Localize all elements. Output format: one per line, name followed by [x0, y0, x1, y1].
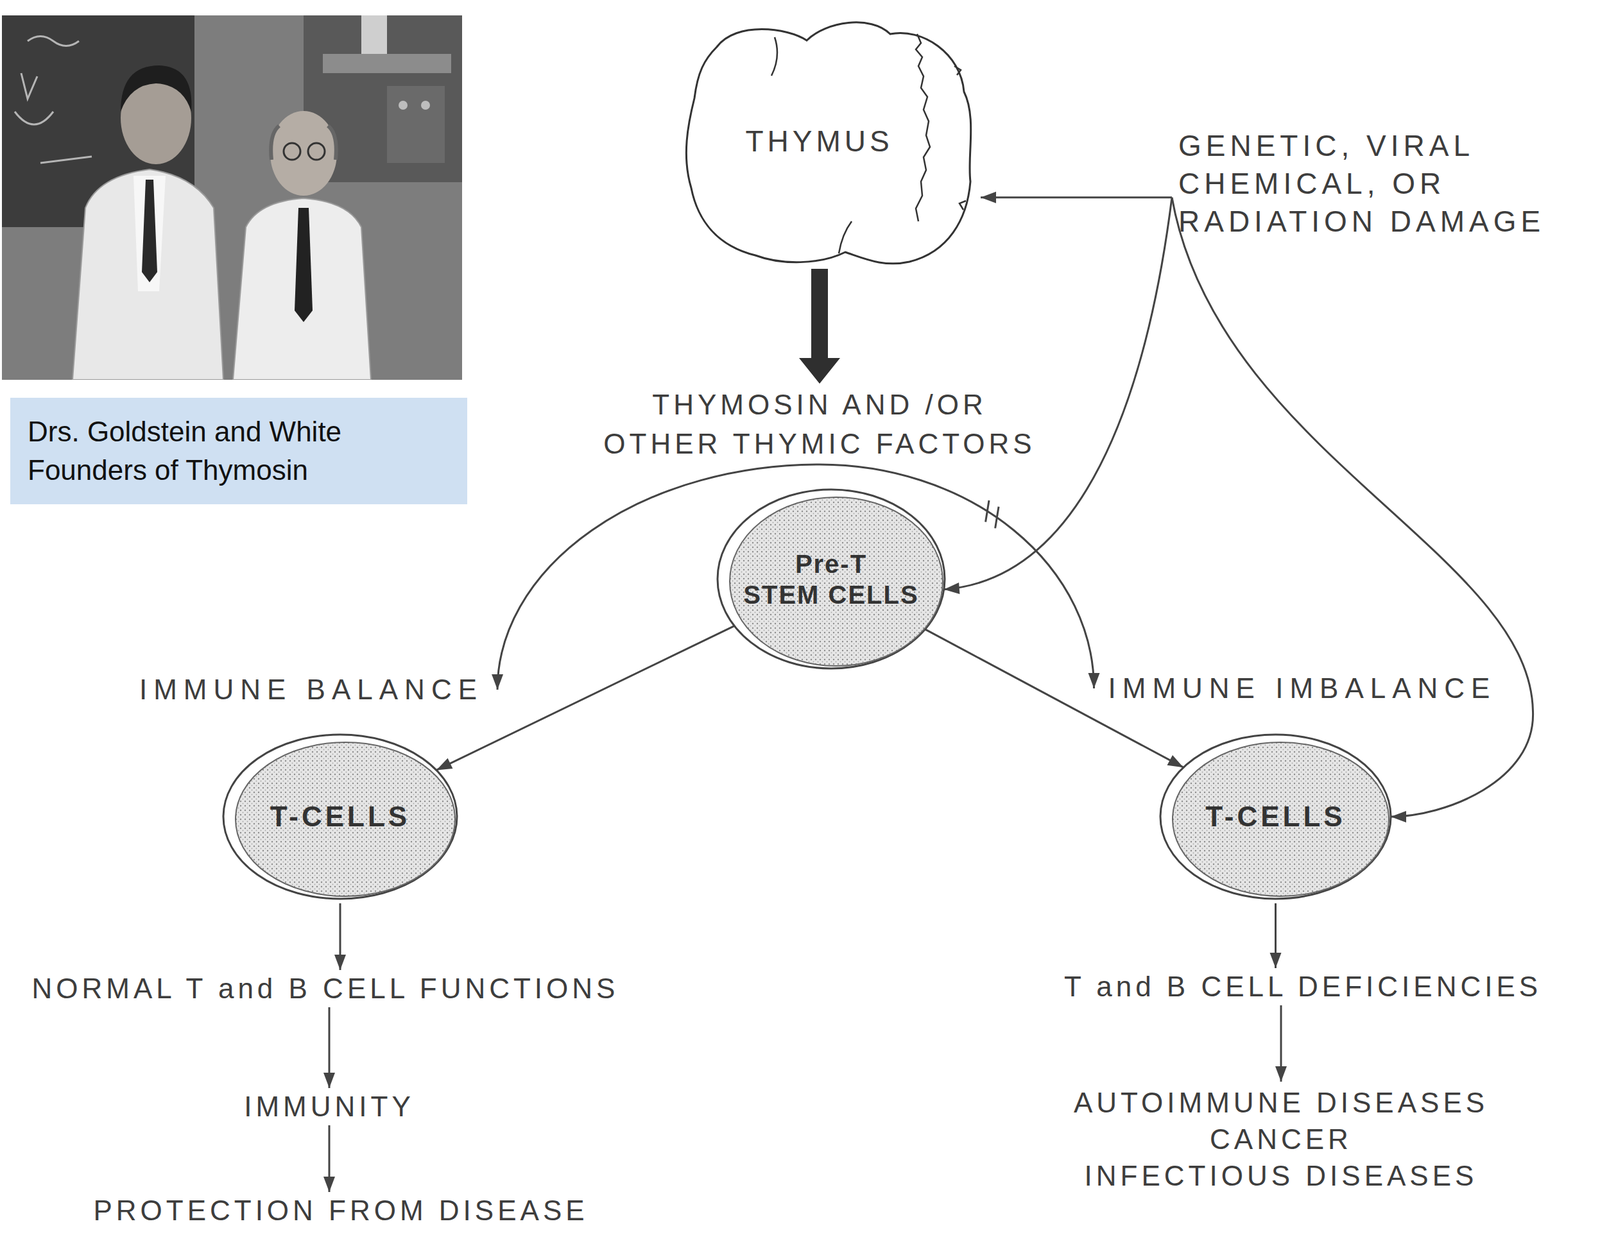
- arrow-head: [1088, 673, 1101, 689]
- connector: [334, 903, 346, 971]
- lab-pipe: [361, 15, 388, 54]
- flow-label: GENETIC, VIRAL CHEMICAL, OR RADIATION DA…: [1178, 127, 1564, 241]
- necktie: [294, 207, 313, 323]
- arrow-head: [323, 1177, 336, 1193]
- flow-label: INFECTIOUS DISEASES: [1073, 1157, 1489, 1195]
- flow-label: CANCER: [1073, 1121, 1489, 1158]
- flow-label: NORMAL T and B CELL FUNCTIONS: [32, 972, 620, 1006]
- lab-coat: [232, 198, 371, 380]
- lab-coat: [72, 169, 224, 380]
- label-stack: Pre-TSTEM CELLS: [715, 487, 947, 671]
- cell-membrane: [223, 734, 457, 900]
- connector-line: [980, 196, 1172, 199]
- head: [270, 111, 337, 196]
- flow-text-node: GENETIC, VIRAL CHEMICAL, OR RADIATION DA…: [1171, 127, 1570, 241]
- thymus-fissure: [915, 34, 930, 222]
- connector: [323, 1125, 336, 1193]
- shape-label: T-CELLS: [1205, 800, 1346, 834]
- shirt: [133, 175, 166, 292]
- block-arrow: [799, 268, 841, 384]
- connector: [1171, 197, 1534, 823]
- hair: [270, 125, 337, 160]
- connector: [323, 1007, 336, 1089]
- arrow-head: [491, 674, 504, 690]
- cell-membrane: [717, 489, 945, 669]
- arrow-head: [1270, 953, 1282, 969]
- cell-circle: T-CELLS: [221, 732, 459, 902]
- flow-text-node: IMMUNE BALANCE: [125, 673, 498, 706]
- equipment-knob: [398, 100, 408, 110]
- cell-body: [729, 497, 943, 667]
- chalk-marks: [14, 36, 92, 164]
- shape-label: STEM CELLS: [743, 579, 919, 611]
- connector: [980, 191, 1172, 204]
- glasses: [308, 143, 325, 160]
- flow-label: T and B CELL DEFICIENCIES: [1064, 971, 1542, 1004]
- arrow-head: [1275, 1066, 1287, 1083]
- connector: [799, 268, 841, 384]
- flow-label: IMMUNE BALANCE: [139, 673, 484, 706]
- shape-label: T-CELLS: [270, 800, 411, 834]
- arrow-head: [1167, 755, 1184, 768]
- lab-equipment: [322, 53, 452, 74]
- flow-text-node: IMMUNE IMBALANCE: [1094, 672, 1511, 705]
- cell-circle: T-CELLS: [1158, 732, 1393, 902]
- flow-label: PROTECTION FROM DISEASE: [93, 1195, 588, 1228]
- block-mark: [985, 500, 990, 523]
- flow-text-node: THYMOSIN AND /OR OTHER THYMIC FACTORS: [594, 385, 1045, 464]
- flow-label: IMMUNITY: [243, 1091, 415, 1124]
- flow-label: IMMUNE IMBALANCE: [1108, 672, 1497, 705]
- cell-outline: [715, 487, 947, 671]
- connector: [1275, 1005, 1287, 1083]
- shape-label: THYMUS: [745, 125, 893, 158]
- label-stack: T-CELLS: [221, 732, 459, 902]
- arrow-head: [323, 1073, 336, 1089]
- flow-text-node: AUTOIMMUNE DISEASESCANCERINFECTIOUS DISE…: [1073, 1084, 1489, 1195]
- flow-label: THYMOSIN AND /OR OTHER THYMIC FACTORS: [594, 385, 1045, 464]
- photo-background: [1, 15, 463, 380]
- flow-text-node: T and B CELL DEFICIENCIES: [1064, 971, 1542, 1004]
- hair: [120, 65, 192, 112]
- cell-circle: Pre-TSTEM CELLS: [715, 487, 947, 671]
- equipment-knob: [421, 100, 431, 110]
- necktie: [141, 179, 158, 283]
- thymus-drawing: [686, 22, 971, 264]
- arrow-head: [436, 758, 454, 771]
- photo-illustration: [1, 15, 463, 380]
- cell-body: [1172, 742, 1389, 897]
- flow-text-node: PROTECTION FROM DISEASE: [93, 1195, 588, 1228]
- label-stack: T-CELLS: [1158, 732, 1393, 902]
- glasses: [283, 143, 301, 160]
- thymus-organ: THYMUS: [678, 8, 980, 268]
- cell-body: [235, 742, 456, 897]
- arrow-head: [1390, 811, 1407, 823]
- flow-label: AUTOIMMUNE DISEASES: [1073, 1084, 1489, 1122]
- cell-membrane: [1160, 734, 1391, 900]
- caption-text: Drs. Goldstein and White Founders of Thy…: [27, 412, 450, 490]
- arrow-head: [334, 954, 346, 971]
- caption-box: Drs. Goldstein and White Founders of Thy…: [10, 397, 468, 505]
- shape-label: Pre-T: [795, 548, 868, 580]
- block-mark: [995, 507, 999, 529]
- flow-text-node: NORMAL T and B CELL FUNCTIONS: [32, 972, 620, 1006]
- arrow-head: [980, 191, 997, 204]
- label-stack: THYMUS: [678, 8, 980, 268]
- lab-equipment: [387, 86, 445, 164]
- arrow-head: [944, 582, 961, 595]
- flow-text-node: IMMUNITY: [243, 1091, 415, 1124]
- connector: [1270, 903, 1282, 969]
- connector-line: [1171, 197, 1534, 818]
- thymus-lobe: [686, 22, 971, 264]
